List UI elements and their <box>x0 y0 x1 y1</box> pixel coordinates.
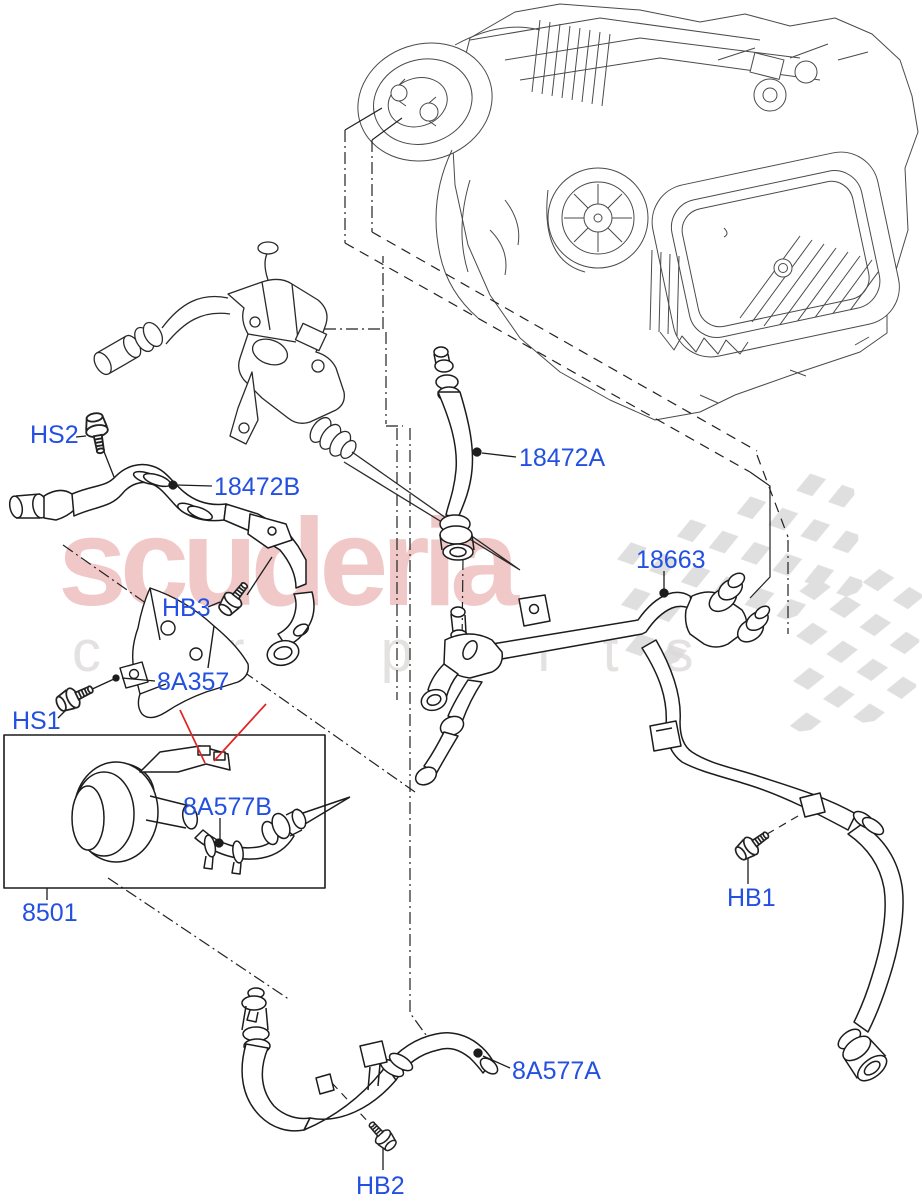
heater-hose-8a577a-drawing <box>241 987 499 1132</box>
part-label-18472b[interactable]: 18472B <box>214 473 301 501</box>
pump-8501-box <box>3 734 351 889</box>
heater-hose-18663-drawing <box>414 572 904 1082</box>
part-label-8a577b[interactable]: 8A577B <box>183 793 272 821</box>
checkered-flag-motif <box>616 457 922 733</box>
auxiliary-valve-assembly-drawing <box>93 241 521 571</box>
hb1-bolt-icon <box>731 825 775 865</box>
part-label-hs2[interactable]: HS2 <box>30 421 79 449</box>
red-pointer-lines <box>179 703 267 764</box>
hb2-bolt-icon <box>363 1116 401 1155</box>
leader-lines <box>46 435 749 1170</box>
part-label-hs1[interactable]: HS1 <box>12 707 61 735</box>
bracket-8a357-drawing <box>119 587 249 719</box>
part-label-8a357[interactable]: 8A357 <box>157 668 230 696</box>
part-label-hb2[interactable]: HB2 <box>356 1172 405 1200</box>
hvac-unit-drawing <box>357 3 919 421</box>
hb3-bolt-icon <box>214 576 255 620</box>
part-label-18663[interactable]: 18663 <box>636 546 706 574</box>
part-label-8501[interactable]: 8501 <box>22 899 78 927</box>
part-label-8a577a[interactable]: 8A577A <box>512 1057 601 1085</box>
hs2-bolt-icon <box>82 410 113 456</box>
heater-hose-18472a-drawing <box>433 346 475 561</box>
part-label-hb1[interactable]: HB1 <box>727 884 776 912</box>
part-label-18472a[interactable]: 18472A <box>519 444 606 472</box>
heater-hose-18472b-drawing <box>8 463 315 667</box>
part-label-hb3[interactable]: HB3 <box>162 594 211 622</box>
